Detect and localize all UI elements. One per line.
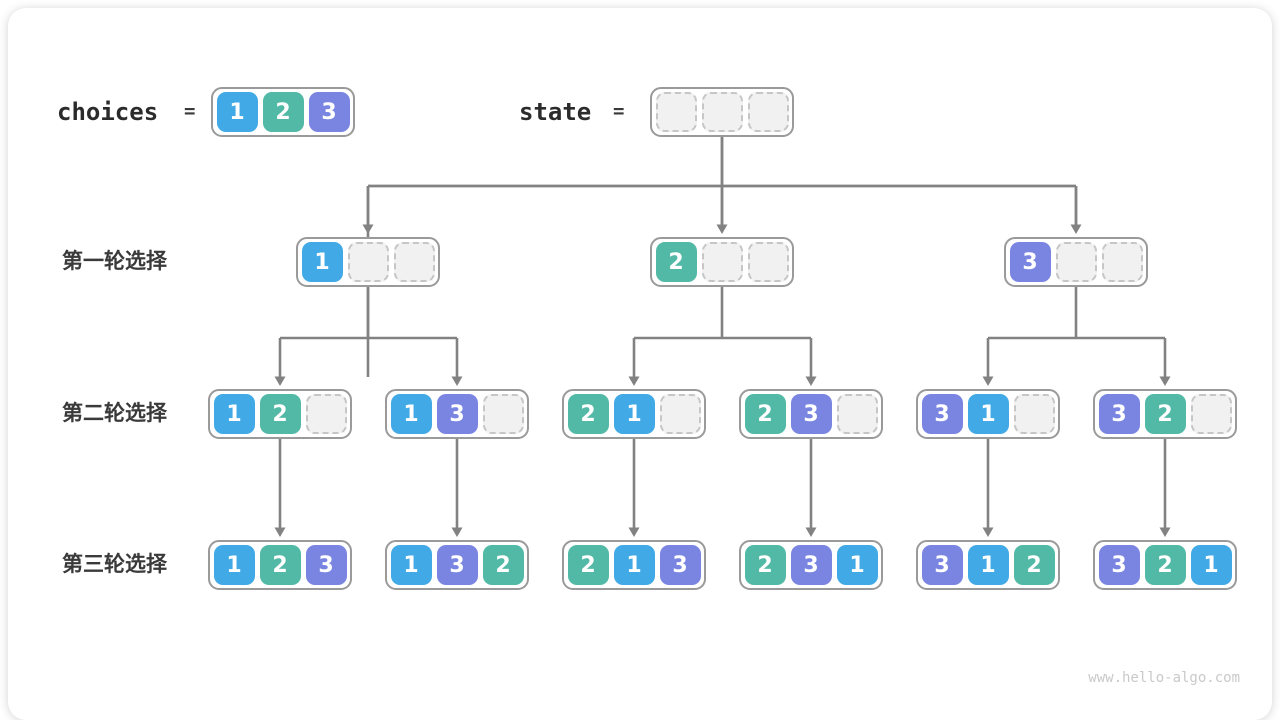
value-cell: 3 <box>790 545 832 585</box>
empty-cell <box>701 242 743 282</box>
value-cell: 2 <box>259 545 301 585</box>
state-equals-sign: = <box>613 100 625 122</box>
empty-cell <box>1190 394 1232 434</box>
empty-cell <box>655 92 697 132</box>
empty-cell <box>347 242 389 282</box>
value-cell: 1 <box>613 394 655 434</box>
empty-cell <box>747 92 789 132</box>
value-cell: 1 <box>967 394 1009 434</box>
round2-label: 第二轮选择 <box>62 402 167 425</box>
value-cell: 3 <box>921 394 963 434</box>
state-node: 3 <box>1004 237 1148 287</box>
value-cell: 1 <box>213 545 255 585</box>
choices-equals-sign: = <box>184 100 196 122</box>
value-cell: 2 <box>1144 394 1186 434</box>
value-cell: 2 <box>482 545 524 585</box>
value-cell: 2 <box>567 394 609 434</box>
value-cell: 3 <box>1098 545 1140 585</box>
value-cell: 1 <box>836 545 878 585</box>
value-cell: 3 <box>1009 242 1051 282</box>
round1-label: 第一轮选择 <box>62 250 167 273</box>
state-root-node <box>650 87 794 137</box>
empty-cell <box>1013 394 1055 434</box>
empty-cell <box>659 394 701 434</box>
value-cell: 2 <box>259 394 301 434</box>
value-cell: 1 <box>213 394 255 434</box>
site-watermark: www.hello-algo.com <box>1088 670 1240 686</box>
value-cell: 2 <box>1144 545 1186 585</box>
value-cell: 3 <box>308 92 350 132</box>
value-cell: 1 <box>390 394 432 434</box>
diagram-card <box>8 8 1272 720</box>
value-cell: 3 <box>1098 394 1140 434</box>
value-cell: 3 <box>436 545 478 585</box>
value-cell: 3 <box>436 394 478 434</box>
value-cell: 2 <box>744 394 786 434</box>
value-cell: 1 <box>967 545 1009 585</box>
empty-cell <box>482 394 524 434</box>
value-cell: 2 <box>655 242 697 282</box>
value-cell: 2 <box>1013 545 1055 585</box>
choices-label: choices <box>57 98 159 126</box>
value-cell: 1 <box>390 545 432 585</box>
value-cell: 2 <box>262 92 304 132</box>
state-node: 1 <box>296 237 440 287</box>
value-cell: 1 <box>613 545 655 585</box>
state-label: state <box>519 98 592 126</box>
value-cell: 2 <box>567 545 609 585</box>
empty-cell <box>305 394 347 434</box>
value-cell: 3 <box>790 394 832 434</box>
value-cell: 2 <box>744 545 786 585</box>
state-node: 2 <box>650 237 794 287</box>
empty-cell <box>747 242 789 282</box>
value-cell: 3 <box>659 545 701 585</box>
value-cell: 3 <box>921 545 963 585</box>
empty-cell <box>393 242 435 282</box>
value-cell: 3 <box>305 545 347 585</box>
value-cell: 1 <box>1190 545 1232 585</box>
empty-cell <box>701 92 743 132</box>
value-cell: 1 <box>216 92 258 132</box>
round3-label: 第三轮选择 <box>62 553 167 576</box>
value-cell: 1 <box>301 242 343 282</box>
empty-cell <box>1101 242 1143 282</box>
empty-cell <box>1055 242 1097 282</box>
empty-cell <box>836 394 878 434</box>
